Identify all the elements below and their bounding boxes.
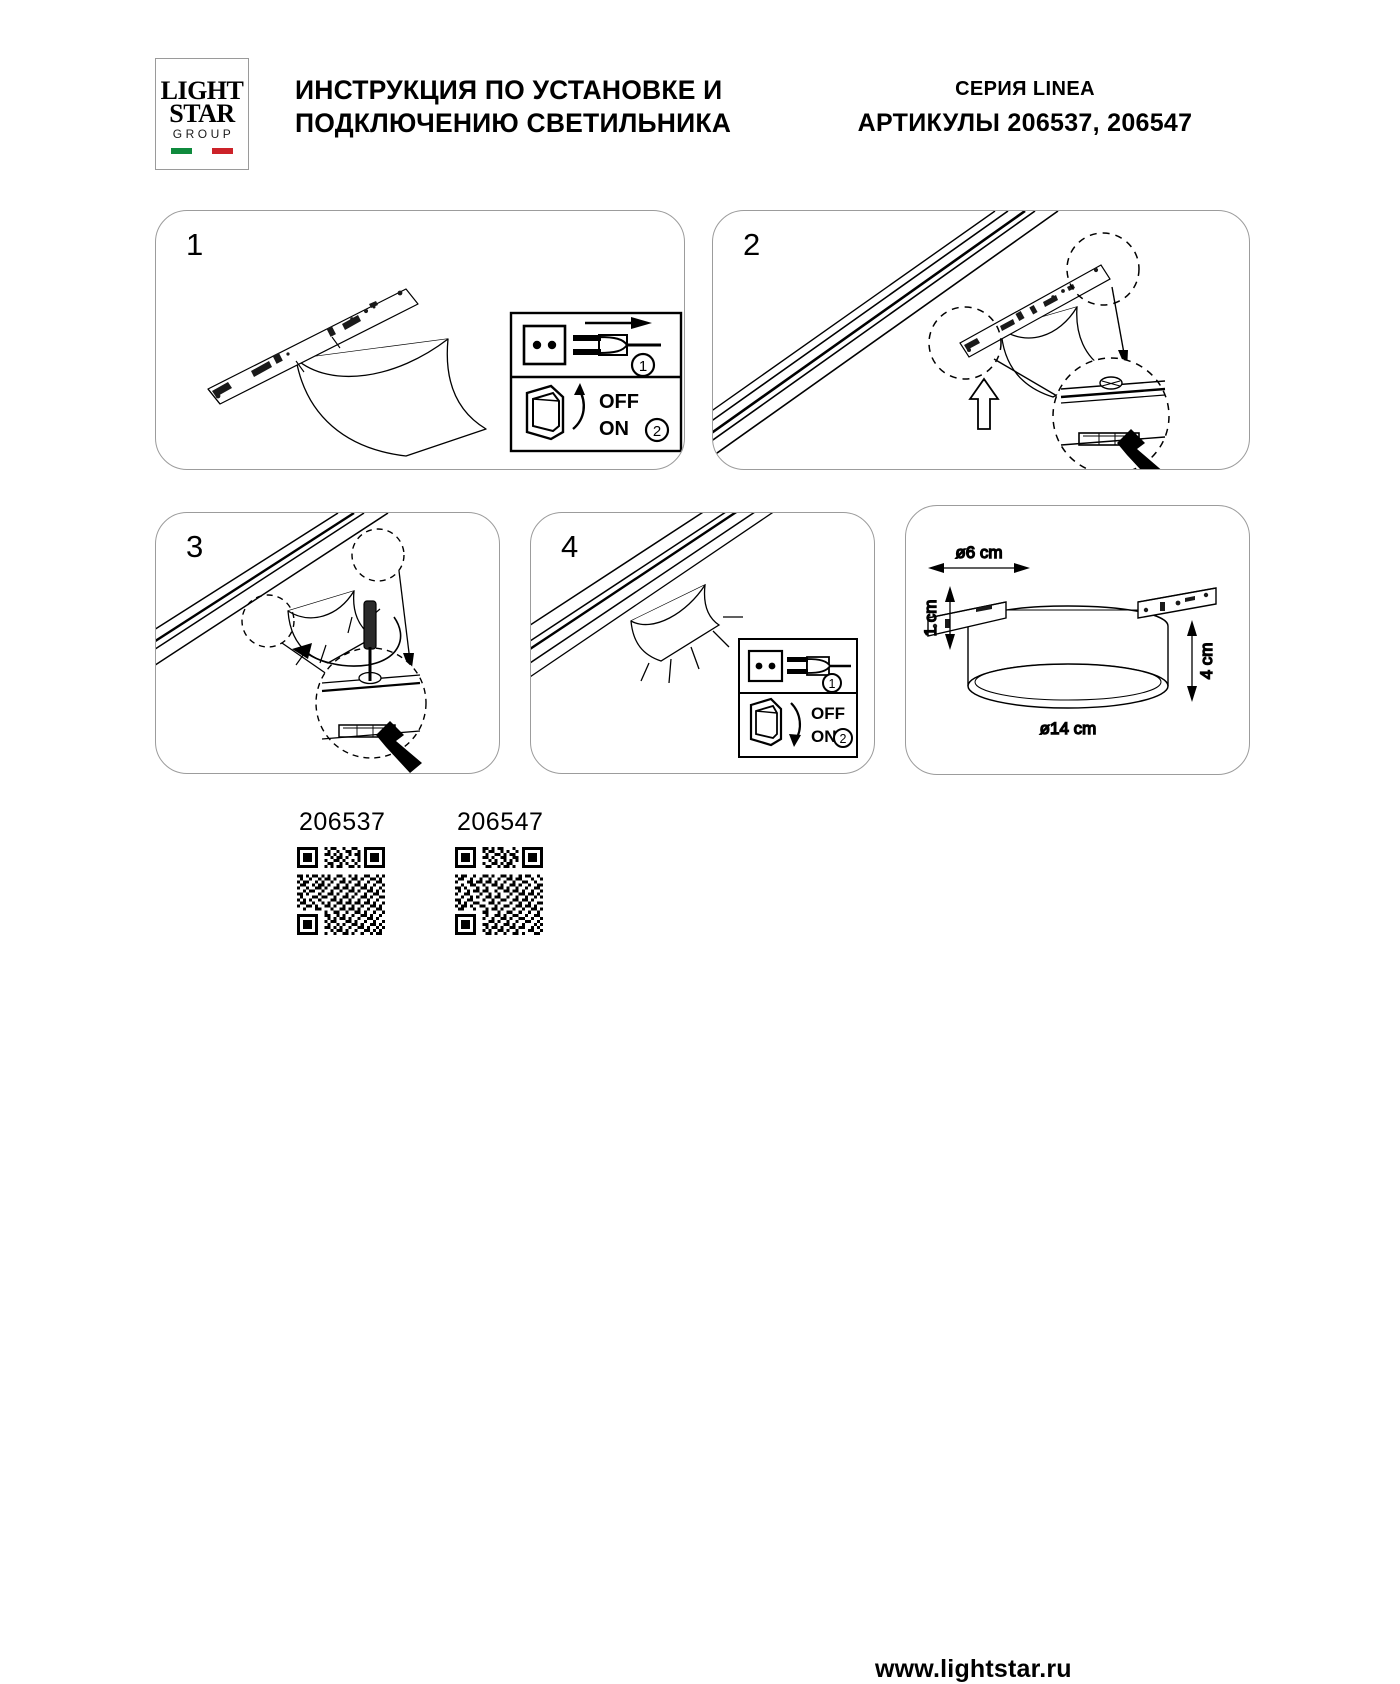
power-instruction-icon: 1 OFF ON 2	[738, 638, 858, 758]
qr-code-icon	[297, 847, 385, 935]
qr-label: 206547	[457, 808, 544, 836]
qr-label: 206537	[299, 808, 386, 836]
switch-off-label: OFF	[599, 391, 639, 413]
insert-into-track-illustration	[713, 211, 1170, 469]
italian-flag-icon	[171, 147, 234, 154]
dim-bracket-height: 1 cm	[921, 600, 940, 637]
panel-number: 4	[561, 529, 579, 564]
panel-number: 3	[186, 529, 204, 564]
panel-number: 2	[743, 227, 761, 262]
switch-on-label: ON	[811, 727, 837, 746]
brand-logo: LIGHT STAR GROUP	[155, 58, 249, 170]
power-badge-2: 2	[653, 423, 661, 440]
panel-switch-on: 4	[530, 512, 875, 774]
qr-code-icon	[455, 847, 543, 935]
article-numbers: АРТИКУЛЫ 206537, 206547	[857, 109, 1193, 137]
power-badge-1: 1	[639, 358, 647, 375]
panel-fasten-screw: 3	[155, 512, 500, 774]
switch-off-label: OFF	[811, 704, 845, 723]
website-url[interactable]: www.lightstar.ru	[875, 1655, 1072, 1683]
page-title: ИНСТРУКЦИЯ ПО УСТАНОВКЕ И ПОДКЛЮЧЕНИЮ СВ…	[295, 74, 765, 140]
switch-on-label: ON	[599, 418, 629, 440]
power-badge-1: 1	[829, 677, 836, 691]
logo-word-star: STAR	[169, 98, 235, 128]
fasten-with-screwdriver-illustration	[156, 513, 427, 773]
dim-body-diameter: ø14 cm	[1040, 719, 1097, 738]
power-badge-2: 2	[840, 732, 847, 746]
series-name: СЕРИЯ LINEA	[955, 78, 1095, 100]
panel-insert-into-track: 2	[712, 210, 1250, 470]
dim-bracket-width: ø6 cm	[955, 543, 1002, 562]
qr-block-206547: 206547	[455, 808, 543, 935]
title-line-2: ПОДКЛЮЧЕНИЮ СВЕТИЛЬНИКА	[295, 108, 732, 138]
document-footer: 206537	[0, 800, 1400, 1683]
panel-dimensions: ø6 cm 1 cm 4 cm ø14 cm	[905, 505, 1250, 775]
panel-number: 1	[186, 227, 204, 262]
power-instruction-icon: 1 OFF ON 2	[509, 311, 683, 453]
logo-word-group: GROUP	[172, 126, 235, 141]
dimension-drawing: ø6 cm 1 cm 4 cm ø14 cm	[920, 542, 1217, 739]
qr-block-206537: 206537	[297, 808, 385, 935]
logo-word-light: LIGHT	[160, 75, 244, 105]
plug-direction-arrow	[585, 317, 652, 329]
fixture-with-adapter-illustration	[207, 288, 487, 457]
panel-prepare-fixture: 1	[155, 210, 685, 470]
dim-body-height: 4 cm	[1197, 643, 1216, 680]
title-line-1: ИНСТРУКЦИЯ ПО УСТАНОВКЕ И	[295, 75, 723, 105]
document-header: LIGHT STAR GROUP ИНСТРУКЦИЯ ПО УСТАНОВКЕ…	[155, 58, 1255, 173]
installed-fixture-illustration	[531, 513, 774, 684]
series-info: СЕРИЯ LINEA АРТИКУЛЫ 206537, 206547	[795, 76, 1255, 140]
